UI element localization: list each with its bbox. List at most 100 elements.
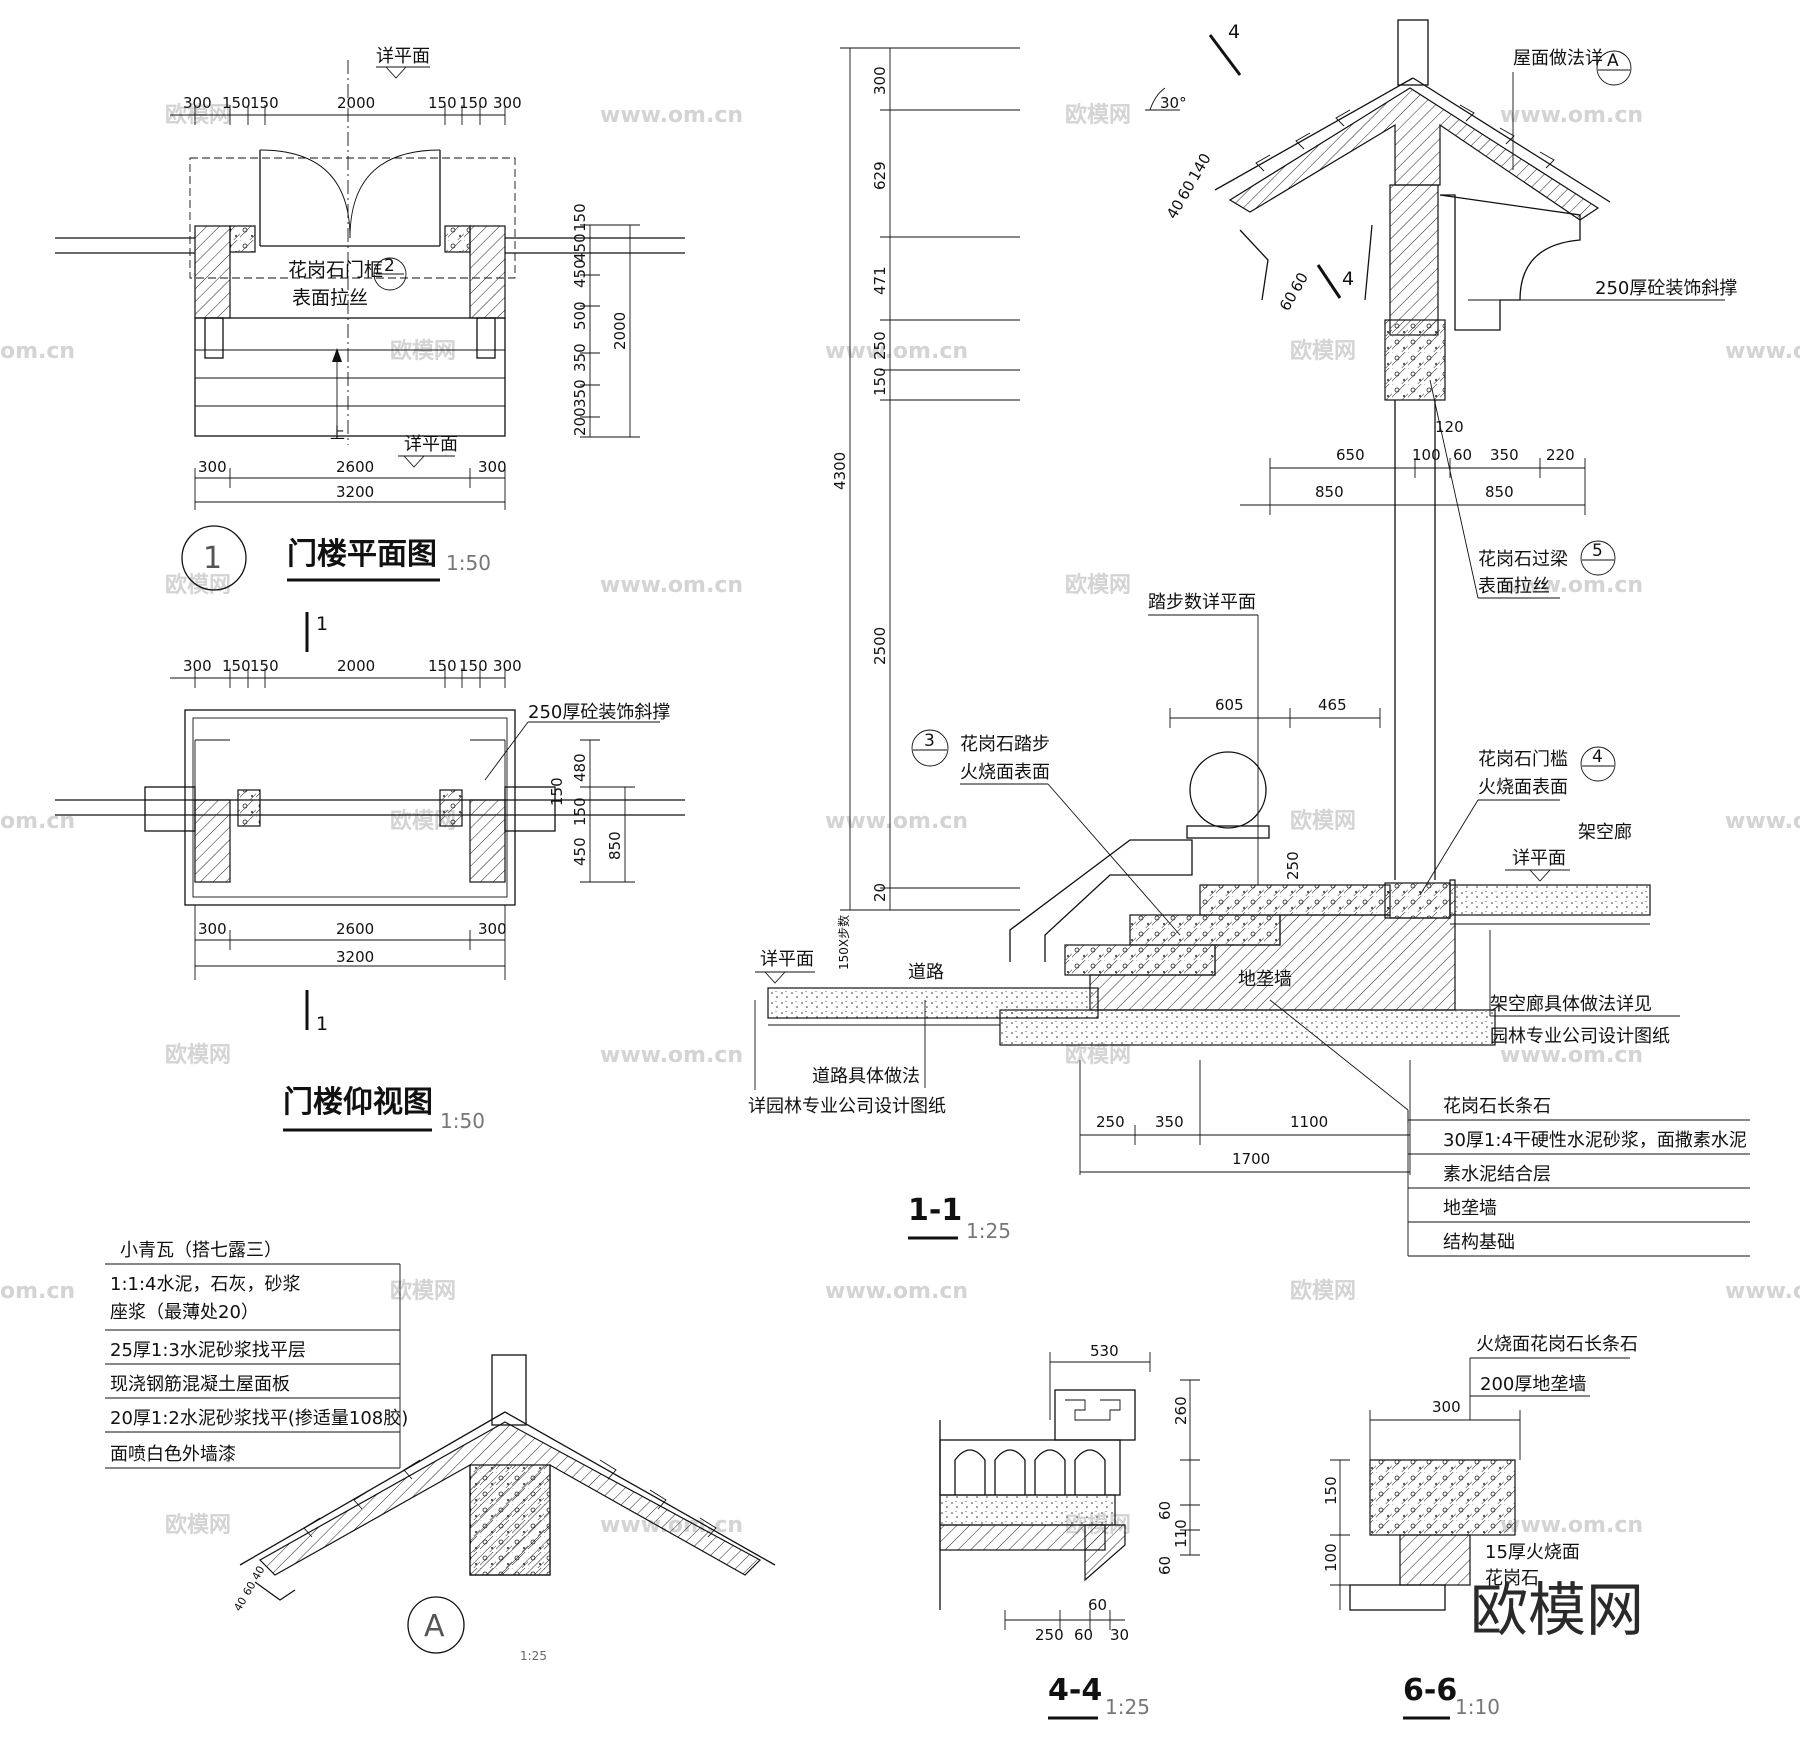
dim-label: 60 <box>1453 446 1472 464</box>
watermark: www.om.cn <box>1500 1513 1643 1538</box>
detail-tag: 4 <box>1592 747 1603 767</box>
dim-label: 40 <box>249 1564 267 1583</box>
road-note: 详园林专业公司设计图纸 <box>748 1096 946 1117</box>
section-mark: 1 <box>316 1013 328 1035</box>
dim-label: 350 <box>571 379 589 408</box>
dim-label: 300 <box>198 920 227 938</box>
section-1-1: 300 629 471 250 150 2500 20 4300 150X步数 … <box>748 19 1750 1257</box>
granite-pier <box>469 799 506 883</box>
dim-label: 350 <box>1490 446 1519 464</box>
dim-label: 300 <box>493 657 522 675</box>
watermark: 欧模网 <box>1065 1042 1131 1068</box>
dim-label: 300 <box>871 66 889 95</box>
dim-total: 850 <box>1485 483 1514 501</box>
brace-label: 250厚砼装饰斜撑 <box>528 702 670 723</box>
dim-label: 60 <box>1074 1626 1093 1644</box>
watermark: 欧模网 <box>1290 808 1356 834</box>
dim-label: 60 <box>1156 1501 1174 1520</box>
detail-tag-circle <box>1580 746 1616 782</box>
dim-label: 120 <box>1435 418 1464 436</box>
brace-label: 250厚砼装饰斜撑 <box>1595 278 1737 299</box>
stone-ball <box>1189 751 1267 829</box>
dim-label: 480 <box>571 753 589 782</box>
dim-total: 3200 <box>336 948 374 966</box>
dim-label: 465 <box>1318 696 1347 714</box>
watermark: 欧模网 <box>1065 572 1131 598</box>
soffit-title: 门楼仰视图 <box>283 1085 433 1120</box>
watermark: 欧模网 <box>390 338 456 364</box>
dim-label: 2600 <box>336 458 374 476</box>
dim-label: 150 <box>459 657 488 675</box>
dim-label: 250 <box>1035 1626 1064 1644</box>
detail-note: 花岗石 <box>1485 1568 1539 1589</box>
layer-item: 结构基础 <box>1443 1232 1515 1253</box>
dim-label: 40 <box>231 1595 249 1614</box>
dim-total: 1700 <box>1232 1150 1270 1168</box>
dim-label: 60 <box>1088 1596 1107 1614</box>
dim-label: 350 <box>571 343 589 372</box>
dim-label: 150 <box>428 657 457 675</box>
granite-stone <box>1369 1459 1516 1536</box>
corridor-note: 架空廊具体做法详见 <box>1490 994 1652 1015</box>
dim-label: 471 <box>871 266 889 295</box>
dim-label: 150 <box>428 94 457 112</box>
section-mark: 1 <box>316 613 328 635</box>
granite-beam <box>1384 319 1446 401</box>
dim-label: 260 <box>1172 1396 1190 1425</box>
detail-tag-circle <box>1580 540 1616 576</box>
dim-label: 300 <box>183 94 212 112</box>
detail-a: 小青瓦（搭七露三） 1:1:4水泥，石灰，砂浆 座浆（最薄处20） 25厚1:3… <box>105 1240 776 1663</box>
dim-label: 2500 <box>871 627 889 665</box>
watermark: 欧模网 <box>390 1278 456 1304</box>
watermark: 欧模网 <box>165 572 231 598</box>
detail-6-6: 火烧面花岗石长条石 200厚地垄墙 300 150 100 15厚火烧面 花岗石… <box>1322 1334 1644 1720</box>
dim-label: 200 <box>571 407 589 436</box>
section-title: 1-1 <box>908 1193 962 1228</box>
detail-tag: A <box>424 1609 445 1644</box>
dim-label: 30 <box>1110 1626 1129 1644</box>
road-label: 道路 <box>908 962 944 983</box>
detail-tag: A <box>1607 51 1619 71</box>
dim-label: 300 <box>493 94 522 112</box>
dim-label: 530 <box>1090 1342 1119 1360</box>
watermark: om.cn <box>0 339 75 364</box>
step-label: 花岗石踏步 <box>960 734 1050 755</box>
plan-title: 门楼平面图 <box>287 537 437 572</box>
layer-item: 地垄墙 <box>1443 1198 1497 1219</box>
step-count-note: 150X步数 <box>836 915 851 970</box>
dim-label: 150 <box>459 94 488 112</box>
ref-label: 详平面 <box>1512 848 1566 869</box>
dim-label: 150 <box>222 657 251 675</box>
layer-item: 小青瓦（搭七露三） <box>120 1240 282 1261</box>
foundation-base <box>999 1009 1496 1046</box>
road-note: 道路具体做法 <box>812 1066 920 1087</box>
ref-label: 详平面 <box>404 434 458 455</box>
dim-label: 250 <box>1284 851 1302 880</box>
granite-pier <box>469 225 506 319</box>
plan-view: 300 150 150 2000 150 150 300 详平面 <box>55 46 685 652</box>
layer-item: 面喷白色外墙漆 <box>110 1444 236 1465</box>
ref-label: 详平面 <box>376 46 430 67</box>
step-slab <box>1064 944 1216 976</box>
dim-label: 250 <box>871 331 889 360</box>
dim-total: 850 <box>1315 483 1344 501</box>
beam-label: 表面拉丝 <box>1478 576 1550 597</box>
up-arrow-label: 上 <box>330 424 345 442</box>
watermark: www.om.cn <box>1500 1043 1643 1068</box>
dim-label: 140 <box>1185 150 1215 184</box>
section-scale: 1:25 <box>966 1219 1011 1243</box>
view-number: 1 <box>203 541 222 576</box>
dim-label: 20 <box>871 883 889 902</box>
dim-label: 500 <box>571 301 589 330</box>
sill-label: 火烧面表面 <box>1478 777 1568 798</box>
view-number-circle <box>181 525 247 591</box>
dim-total: 2000 <box>611 312 629 350</box>
dim-label: 450 <box>571 233 589 262</box>
watermark: 欧模网 <box>165 1512 231 1538</box>
dim-label: 150 <box>250 94 279 112</box>
layer-item: 1:1:4水泥，石灰，砂浆 <box>110 1274 301 1295</box>
step-slab <box>1129 914 1281 946</box>
dim-total: 3200 <box>336 483 374 501</box>
step-ref: 踏步数详平面 <box>1148 592 1256 613</box>
